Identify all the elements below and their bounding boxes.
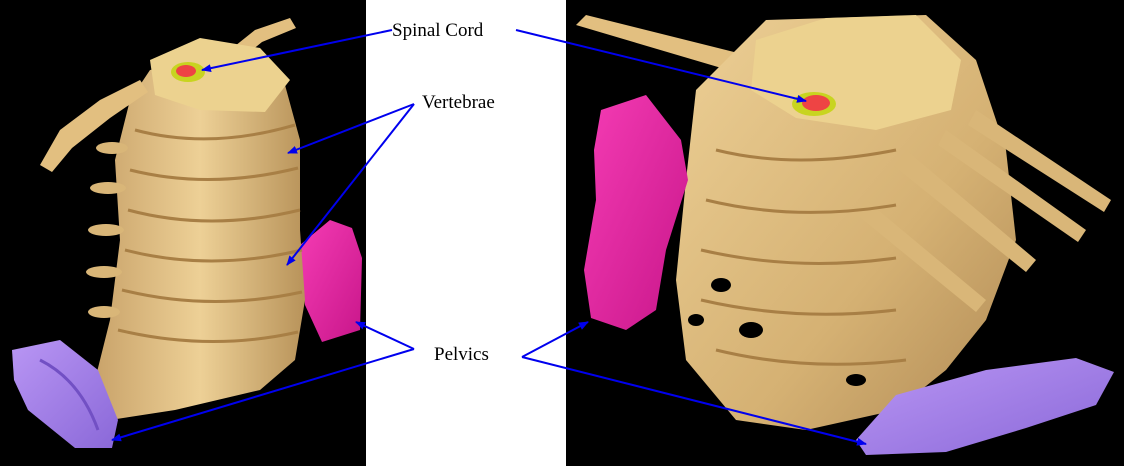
pelvic-magenta-right (584, 95, 688, 330)
right-3d-view (566, 0, 1124, 466)
right-anatomy-render (566, 0, 1124, 466)
pelvics-label: Pelvics (434, 345, 489, 364)
vertebrae-column-left (95, 60, 305, 420)
left-3d-view (0, 0, 366, 466)
vertebrae-label: Vertebrae (422, 93, 495, 112)
left-anatomy-render (0, 0, 366, 466)
pelvic-magenta-left (300, 220, 362, 342)
spinal-cord-left (176, 65, 196, 77)
spinal-cord-label: Spinal Cord (392, 21, 483, 40)
spinal-cord-right (802, 95, 830, 111)
